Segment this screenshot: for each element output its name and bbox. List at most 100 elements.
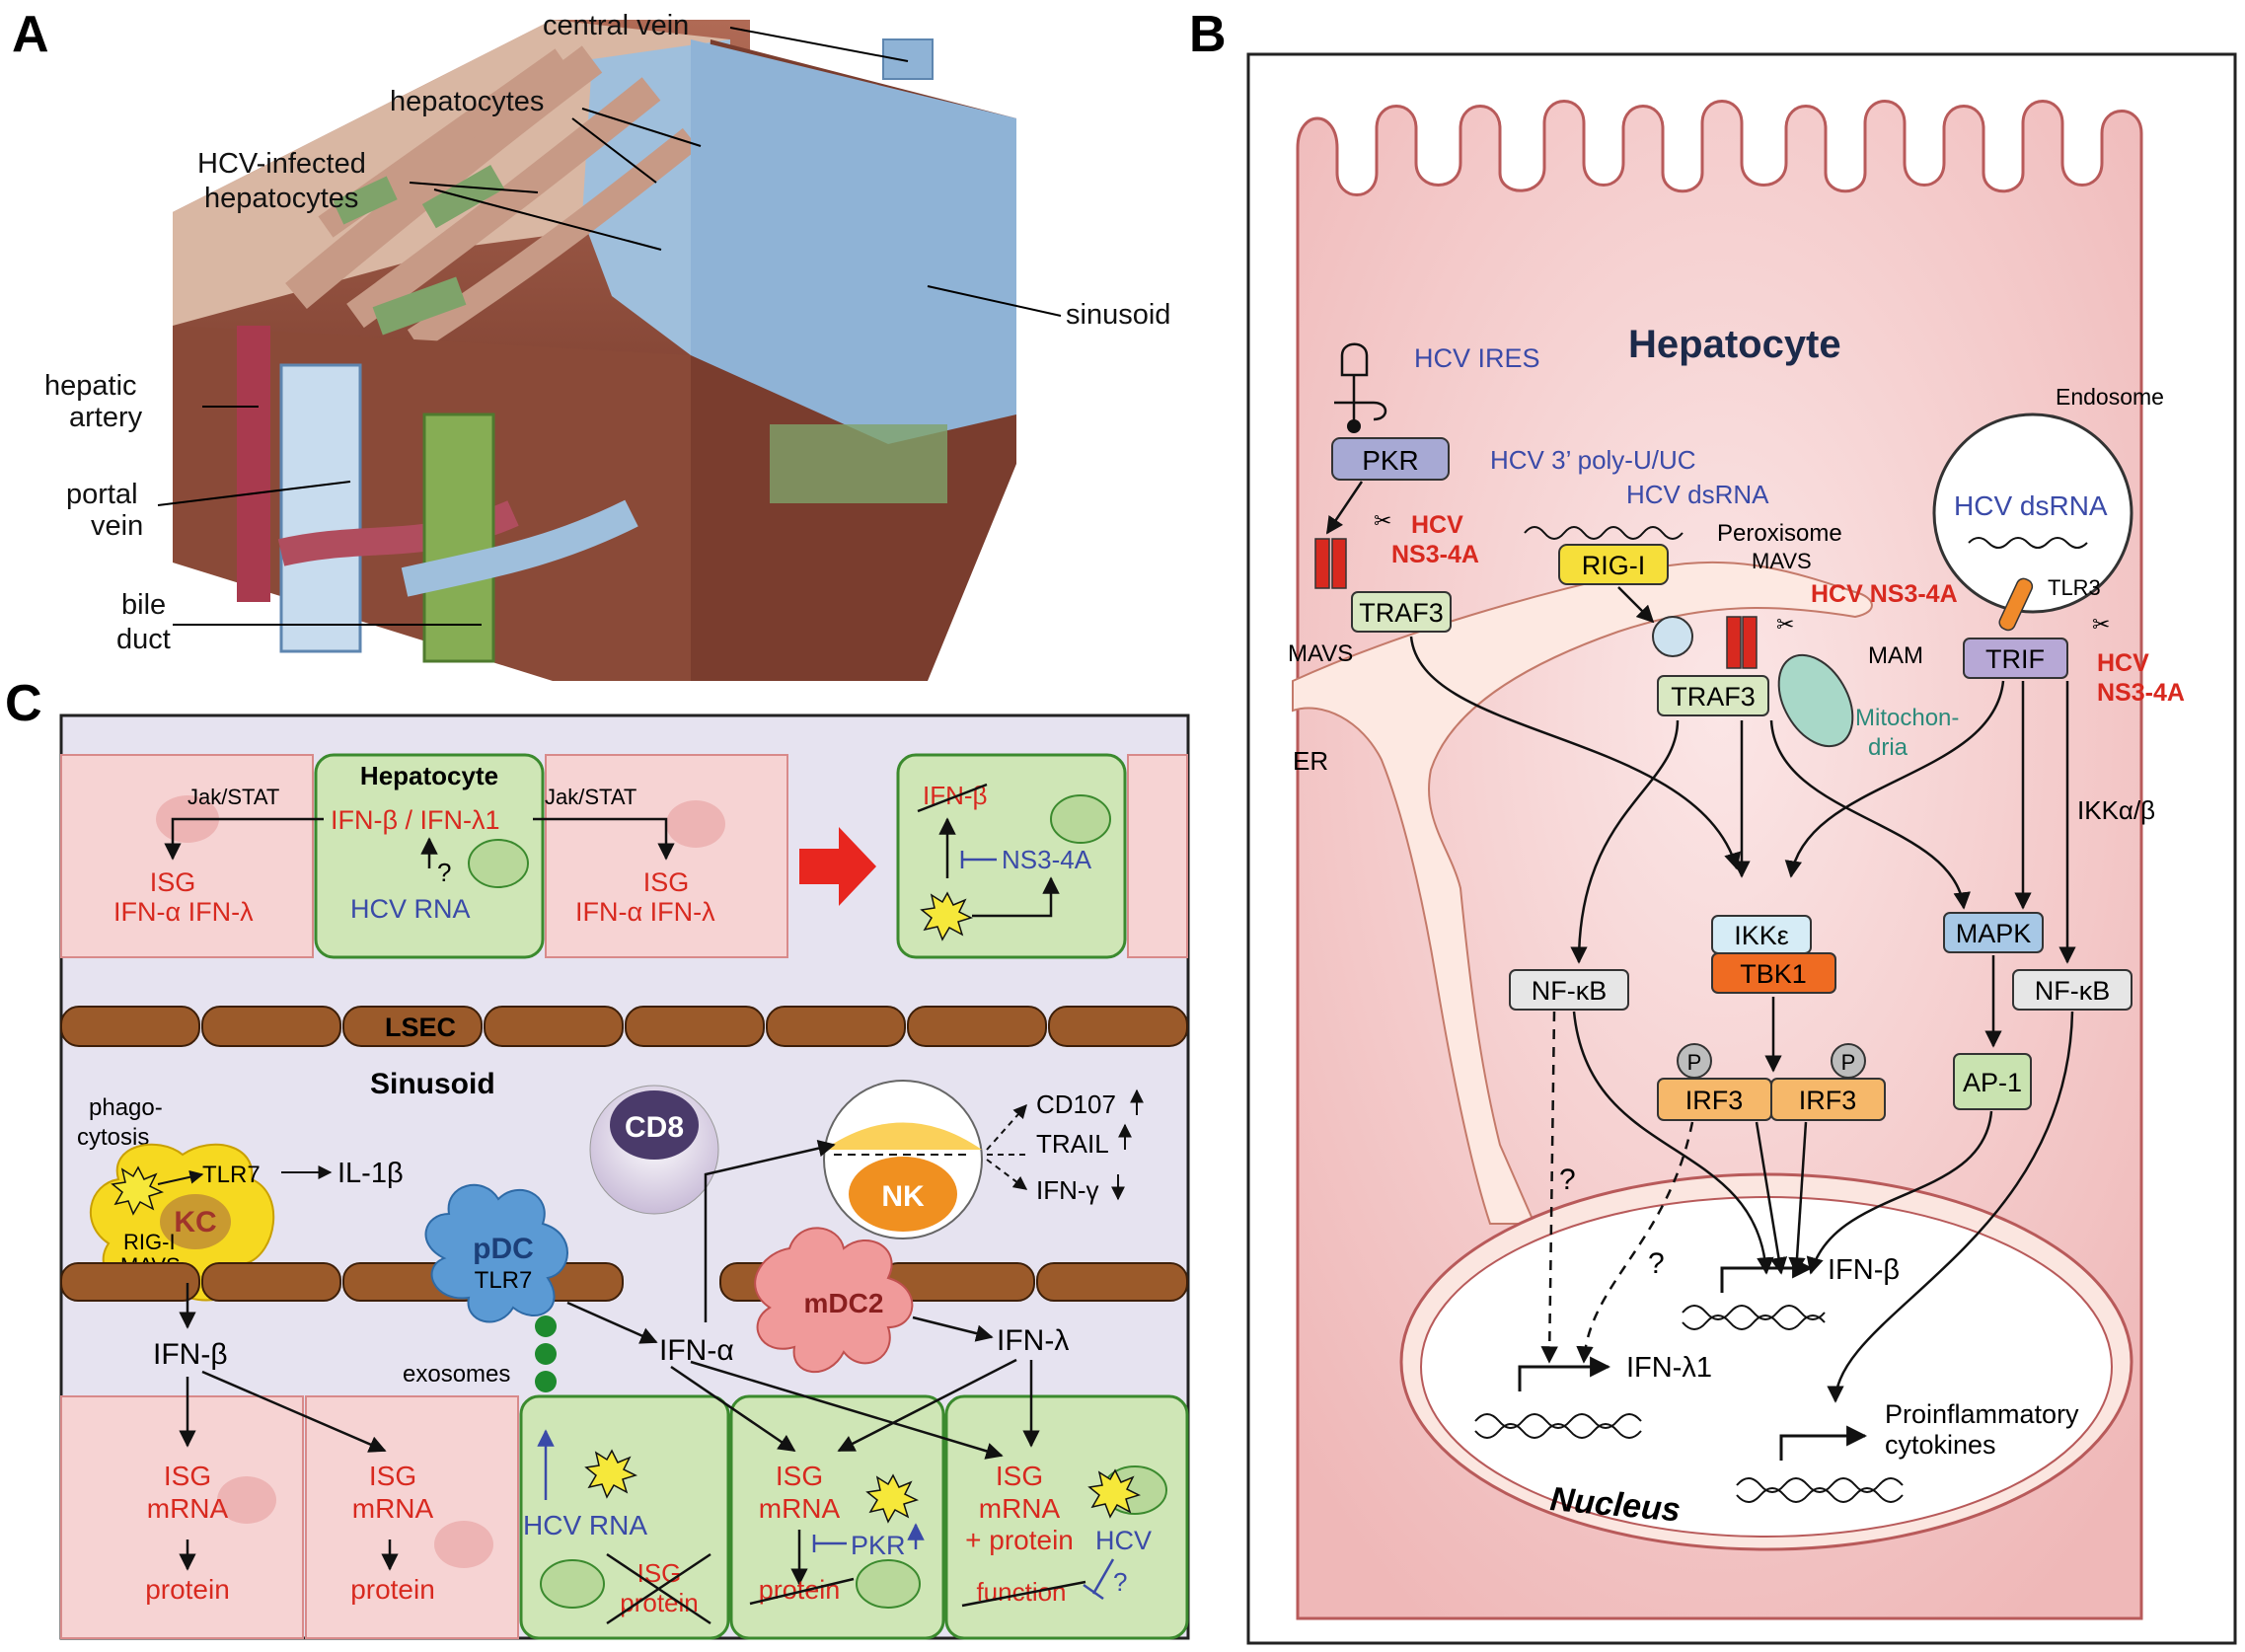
ifna-ifnl-top-left: IFN-α IFN-λ bbox=[113, 897, 254, 927]
rig-i-box bbox=[1558, 544, 1669, 585]
hepatocyte-title: Hepatocyte bbox=[1628, 323, 1841, 366]
hepatic-artery-label-2: artery bbox=[69, 402, 143, 433]
portal-vein-label-1: portal bbox=[66, 479, 138, 510]
rig-dsrna-label: HCV dsRNA bbox=[1626, 480, 1769, 509]
mdc2-cell-icon bbox=[754, 1227, 914, 1374]
hcv-label-c: HCV bbox=[1095, 1526, 1152, 1555]
danger-signal-icon-1 bbox=[920, 891, 974, 941]
endosome-dsrna-icon bbox=[1968, 537, 2088, 549]
cd8-label: CD8 bbox=[625, 1111, 684, 1144]
pkr-label-c: PKR bbox=[851, 1531, 906, 1560]
exosome-icon bbox=[535, 1315, 557, 1337]
mitochondria-label-2: dria bbox=[1868, 734, 1908, 761]
ifna-label: IFN-α bbox=[659, 1334, 734, 1367]
transition-arrow-icon bbox=[799, 827, 876, 906]
traf3-er-label: TRAF3 bbox=[1359, 598, 1444, 628]
mdc2-label: mDC2 bbox=[804, 1288, 884, 1318]
peroxisome-label: Peroxisome bbox=[1717, 520, 1842, 547]
ifnb-promoter-icon bbox=[1720, 1257, 1814, 1293]
c-question-2: ? bbox=[1113, 1567, 1127, 1597]
ns34a-inhibit-label: NS3-4A bbox=[1002, 845, 1092, 874]
ap1-label: AP-1 bbox=[1963, 1068, 2022, 1097]
ires-cap-icon bbox=[1347, 419, 1361, 433]
er-label: ER bbox=[1293, 746, 1328, 776]
ikkab-label: IKKα/β bbox=[2077, 795, 2155, 825]
mitochondria-icon bbox=[1777, 653, 1854, 748]
mavs-mito-icon bbox=[1726, 616, 1742, 669]
kc-tlr7-label: TLR7 bbox=[202, 1162, 261, 1188]
proinflammatory-label-2: cytokines bbox=[1885, 1430, 1996, 1460]
nfkb-box-1 bbox=[1509, 969, 1629, 1011]
rig-i-label: RIG-I bbox=[1582, 551, 1646, 580]
mavs-mito-label: MAVS bbox=[1752, 549, 1812, 573]
lsec-label: LSEC bbox=[385, 1013, 456, 1042]
protein-struck-label: protein bbox=[759, 1575, 841, 1605]
phagocytosis-label-1: phago- bbox=[89, 1094, 163, 1121]
kc-rigi-label: RIG-I bbox=[123, 1230, 176, 1254]
top-hepatocyte-left bbox=[60, 754, 314, 958]
hcv-rna-bottom-label: HCV RNA bbox=[523, 1510, 647, 1540]
traf3-mito-label: TRAF3 bbox=[1671, 682, 1756, 712]
hcv-ns34a-label-1a: HCV bbox=[1411, 511, 1463, 539]
liver-lobule-illustration bbox=[173, 20, 1016, 681]
cytokine-promoter-icon bbox=[1779, 1425, 1868, 1461]
panel-c: C Hepatocyte Jak/STAT Jak/STAT IFN-β / I… bbox=[5, 675, 1190, 1640]
poly-u-label: HCV 3’ poly-U/UC bbox=[1490, 445, 1696, 475]
hcv-ns34a-label-3b: NS3-4A bbox=[2097, 679, 2185, 707]
trif-box bbox=[1963, 638, 2068, 679]
hepatocytes-label: hepatocytes bbox=[390, 86, 544, 117]
nk-label: NK bbox=[881, 1180, 925, 1213]
bile-duct-label-2: duct bbox=[116, 624, 171, 655]
ifnb-gene-label: IFN-β bbox=[1828, 1254, 1900, 1286]
endosome-dsrna-label: HCV dsRNA bbox=[1954, 490, 2108, 521]
bile-duct-label-1: bile bbox=[121, 589, 166, 621]
ifnl1-promoter-icon bbox=[1518, 1356, 1611, 1391]
hcv-ns34a-label-2: HCV NS3-4A bbox=[1811, 580, 1958, 608]
endosome-label: Endosome bbox=[2056, 384, 2164, 410]
isg-bottom-2: ISG bbox=[369, 1461, 416, 1491]
mavs-er-label: MAVS bbox=[1288, 640, 1353, 667]
ifng-label: IFN-γ bbox=[1036, 1175, 1099, 1205]
tlr3-label: TLR3 bbox=[2048, 575, 2101, 600]
tbk1-box bbox=[1711, 952, 1836, 994]
hepatic-artery-label-1: hepatic bbox=[44, 370, 137, 402]
question-mark-2: ? bbox=[1648, 1247, 1665, 1280]
c-hcv-rna-label-top: HCV RNA bbox=[350, 894, 471, 924]
isg-bottom-4: ISG bbox=[996, 1461, 1043, 1491]
isg-bottom-3: ISG bbox=[776, 1461, 823, 1491]
protein-bottom-2: protein bbox=[350, 1574, 435, 1605]
hcv-ns34a-label-3a: HCV bbox=[2097, 649, 2149, 677]
pkr-box bbox=[1331, 437, 1450, 481]
pdc-label: pDC bbox=[473, 1233, 534, 1265]
ifnl1-gene-label: IFN-λ1 bbox=[1626, 1352, 1712, 1384]
c-question-1: ? bbox=[437, 858, 451, 887]
jak-stat-right-label: Jak/STAT bbox=[545, 785, 636, 809]
exosomes-label: exosomes bbox=[403, 1361, 510, 1388]
phospho-label-1: P bbox=[1687, 1050, 1702, 1075]
ifna-ifnl-top-right: IFN-α IFN-λ bbox=[575, 897, 715, 927]
panel-b: B Nucleus Hepatocyte HCV IRES PKR ✂ HCV … bbox=[1189, 6, 2237, 1645]
panel-a-letter: A bbox=[12, 6, 49, 63]
hcv-infected-label-1: HCV-infected bbox=[197, 148, 366, 180]
traf3-er-box bbox=[1351, 591, 1452, 633]
peroxisome-icon bbox=[1652, 616, 1693, 657]
protein-bottom-1: protein bbox=[145, 1574, 230, 1605]
mrna-bottom-3: mRNA bbox=[759, 1493, 841, 1524]
lsec-row-top bbox=[60, 1006, 1188, 1047]
ifnl-label: IFN-λ bbox=[997, 1324, 1069, 1357]
function-struck-label: function bbox=[976, 1577, 1066, 1607]
mapk-label: MAPK bbox=[1956, 919, 2032, 948]
isg-protein-label-1: ISG bbox=[637, 1558, 682, 1588]
nfkb-label-2: NF-κB bbox=[2035, 976, 2111, 1006]
hcv-infected-label-2: hepatocytes bbox=[204, 183, 358, 214]
il1b-label: IL-1β bbox=[337, 1158, 404, 1189]
mapk-box bbox=[1943, 912, 2044, 953]
phospho-label-2: P bbox=[1841, 1050, 1856, 1075]
jak-stat-left-label: Jak/STAT bbox=[187, 785, 279, 809]
irf3-label-2: IRF3 bbox=[1799, 1086, 1857, 1115]
question-mark-1: ? bbox=[1559, 1164, 1576, 1196]
kc-label: KC bbox=[174, 1206, 216, 1239]
danger-signal-icon-3 bbox=[865, 1473, 920, 1524]
rig-dsrna-icon bbox=[1524, 526, 1684, 540]
panel-a-leaders bbox=[157, 27, 1062, 626]
